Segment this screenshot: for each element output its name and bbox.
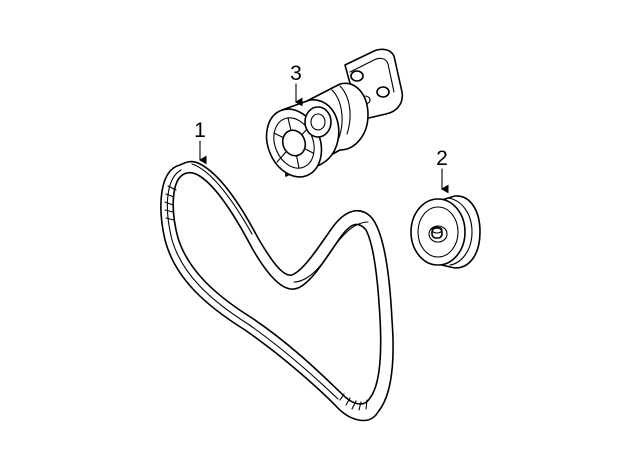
callout-1-label: 1 — [194, 119, 206, 142]
belt-tensioner[interactable] — [257, 48, 404, 185]
idler-pulley[interactable] — [410, 195, 481, 269]
callout-1: 1 — [194, 119, 207, 165]
callout-3-label: 3 — [290, 62, 302, 85]
callout-2: 2 — [436, 147, 449, 194]
callout-2-label: 2 — [436, 147, 448, 170]
serpentine-belt[interactable] — [160, 160, 394, 422]
callout-3: 3 — [290, 62, 303, 107]
